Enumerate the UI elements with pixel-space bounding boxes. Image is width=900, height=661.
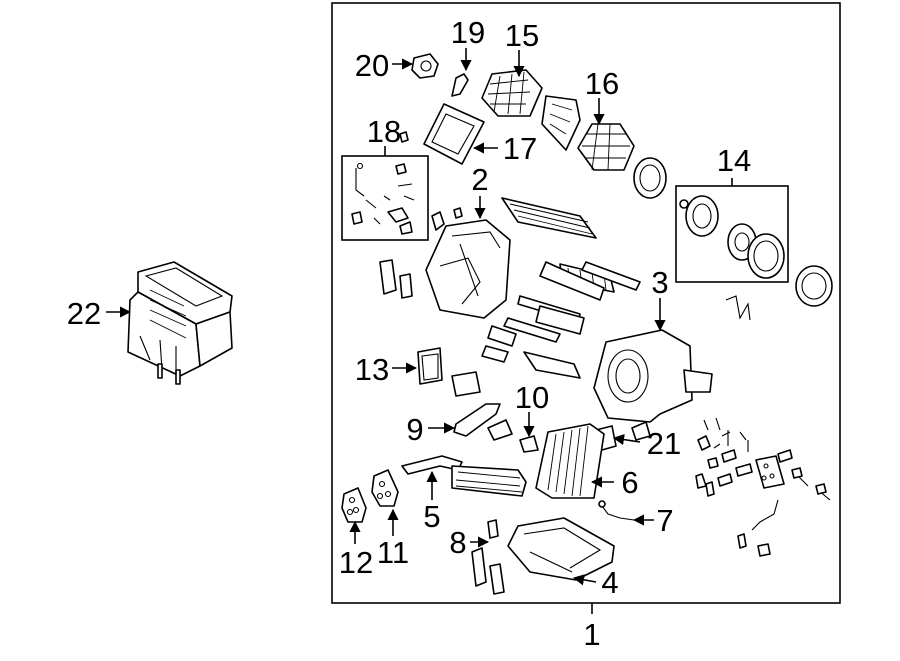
part-3-blower-housing	[593, 329, 713, 441]
callout-15: 15	[505, 18, 539, 53]
part-20-actuator	[411, 53, 439, 79]
callout-11: 11	[377, 535, 409, 570]
callout-5: 5	[423, 499, 440, 534]
callout-17: 17	[503, 131, 537, 166]
assembly-frame	[331, 2, 841, 604]
part-17-filter-frame	[423, 103, 485, 165]
callout-10: 10	[515, 380, 549, 415]
callout-20: 20	[355, 48, 389, 83]
part-16-recirc-duct	[541, 95, 635, 171]
center-filters-and-doors	[451, 197, 641, 397]
callout-13: 13	[355, 352, 389, 387]
callout-16: 16	[585, 66, 619, 101]
part-12-plate	[341, 487, 367, 523]
callout-6: 6	[621, 465, 638, 500]
callout-7: 7	[656, 503, 673, 538]
callout-14: 14	[717, 143, 751, 178]
part-13-cabin-filter	[417, 347, 443, 385]
part-7-hose-end	[598, 500, 606, 508]
leader-4	[572, 574, 597, 586]
callout-22: 22	[67, 296, 101, 331]
part-8-connectors	[471, 519, 505, 595]
bracket-small	[487, 419, 513, 441]
part-14-blower-motor	[675, 185, 789, 283]
part-11-plate	[371, 469, 399, 507]
part-18-hardware-kit	[341, 131, 429, 241]
callout-18: 18	[367, 114, 401, 149]
part-10-sensor	[519, 435, 539, 453]
callout-21: 21	[647, 426, 681, 461]
callout-1: 1	[583, 617, 600, 652]
part-15-intake-duct	[481, 69, 543, 117]
loose-fasteners	[695, 417, 831, 557]
part-22-hvac-case	[127, 261, 233, 385]
callout-8: 8	[449, 525, 466, 560]
callout-9: 9	[406, 412, 423, 447]
part-2-case-upper	[379, 207, 511, 319]
callout-12: 12	[339, 545, 373, 580]
part-19-seal	[451, 73, 469, 97]
callout-4: 4	[601, 565, 618, 600]
callout-2: 2	[471, 162, 488, 197]
leader-21	[612, 433, 641, 446]
part-5-heater-core	[401, 455, 527, 497]
part-7-hose	[601, 505, 635, 521]
part-6-evaporator	[535, 423, 605, 499]
extra-seal-rings	[633, 157, 833, 321]
callout-19: 19	[451, 15, 485, 50]
part-4-case-lower	[507, 517, 615, 581]
callout-3: 3	[651, 265, 668, 300]
